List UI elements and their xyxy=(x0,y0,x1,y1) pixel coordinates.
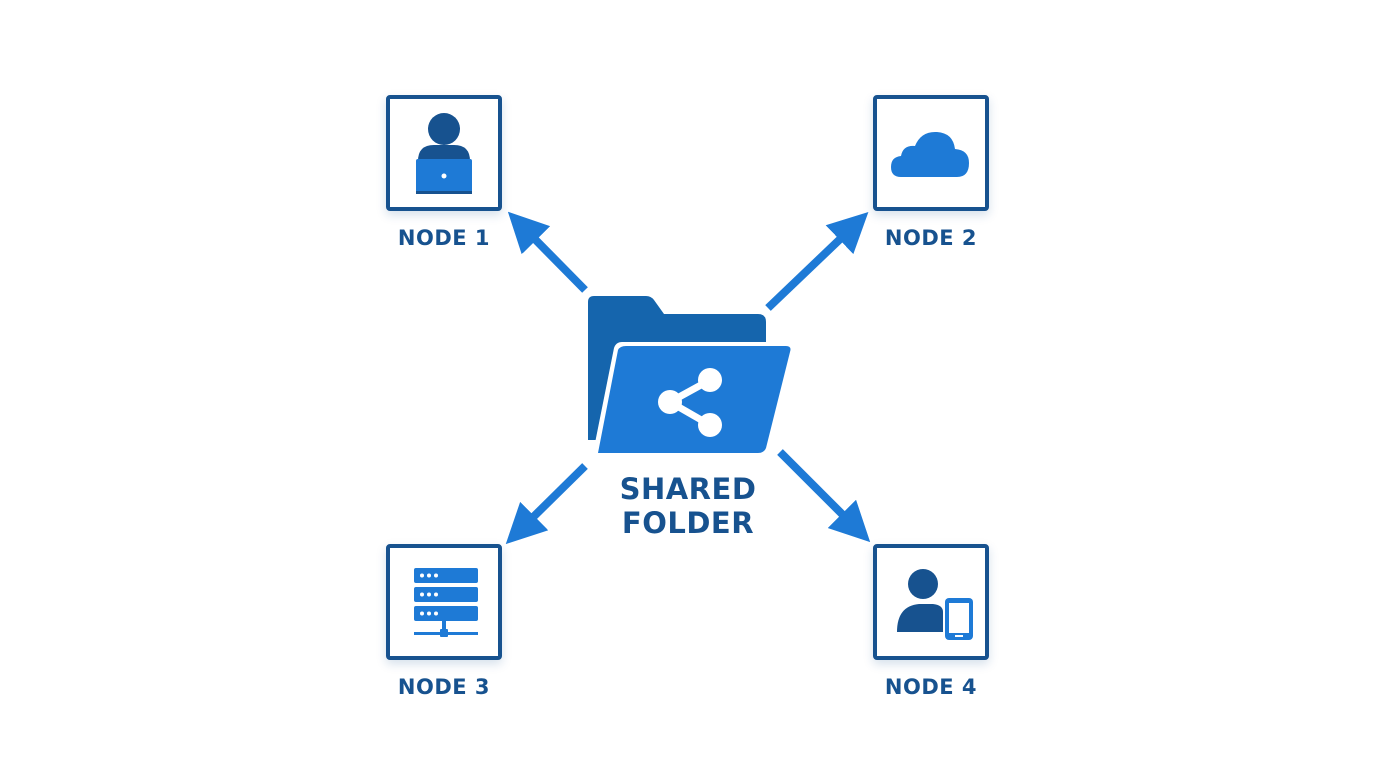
user-laptop-icon xyxy=(416,113,472,194)
shared-folder-label: SHARED FOLDER xyxy=(588,472,788,540)
cloud-icon xyxy=(891,131,969,177)
shared-folder-icon xyxy=(588,296,797,458)
node-4-box xyxy=(873,544,989,660)
node-2-box xyxy=(873,95,989,211)
node-4-label: NODE 4 xyxy=(884,675,978,699)
server-icon xyxy=(414,568,478,637)
node-1-label: NODE 1 xyxy=(397,226,491,250)
share-icon xyxy=(658,368,722,437)
arrow-to-node-1 xyxy=(507,211,588,293)
shared-folder-label-line-1: SHARED xyxy=(619,472,757,506)
node-2-label: NODE 2 xyxy=(884,226,978,250)
arrow-to-node-3 xyxy=(505,463,588,545)
node-3-label: NODE 3 xyxy=(397,675,491,699)
arrow-to-node-2 xyxy=(765,212,869,311)
arrow-to-node-4 xyxy=(777,449,871,543)
shared-folder-label-line-2: FOLDER xyxy=(621,506,755,540)
node-3-box xyxy=(386,544,502,660)
user-phone-icon xyxy=(897,569,973,640)
node-1-box xyxy=(386,95,502,211)
